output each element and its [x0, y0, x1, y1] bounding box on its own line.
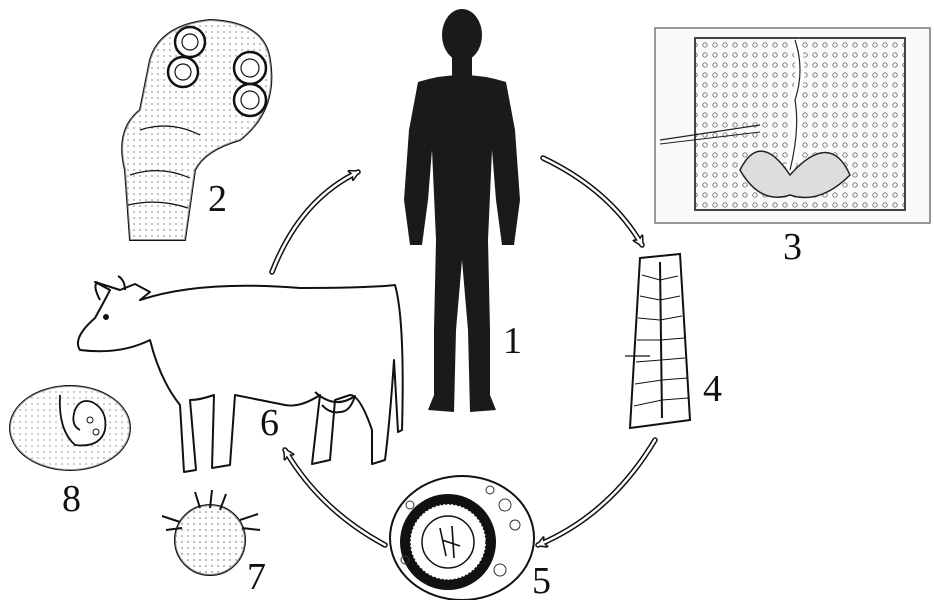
arrow-egg-to-cattle: [285, 450, 385, 545]
label-scolex: 2: [208, 180, 227, 218]
label-cattle: 6: [260, 404, 279, 442]
scolex-drawing: [122, 20, 271, 240]
arrow-proglottid-to-egg: [538, 440, 655, 545]
egg-drawing: [390, 476, 534, 600]
label-human: 1: [503, 322, 522, 360]
arrow-cattle-to-human: [272, 172, 358, 272]
label-mature-proglottid: 3: [783, 228, 802, 266]
cysticercus-drawing: [10, 386, 130, 470]
mature-proglottid-drawing: [655, 28, 930, 223]
oncosphere-drawing: [162, 490, 260, 575]
label-oncosphere: 7: [247, 558, 266, 596]
label-cysticercus: 8: [62, 480, 81, 518]
gravid-proglottid-drawing: [625, 254, 690, 428]
arrow-human-to-proglottid: [543, 158, 642, 245]
label-gravid-proglottid: 4: [703, 370, 722, 408]
label-egg: 5: [532, 562, 551, 600]
